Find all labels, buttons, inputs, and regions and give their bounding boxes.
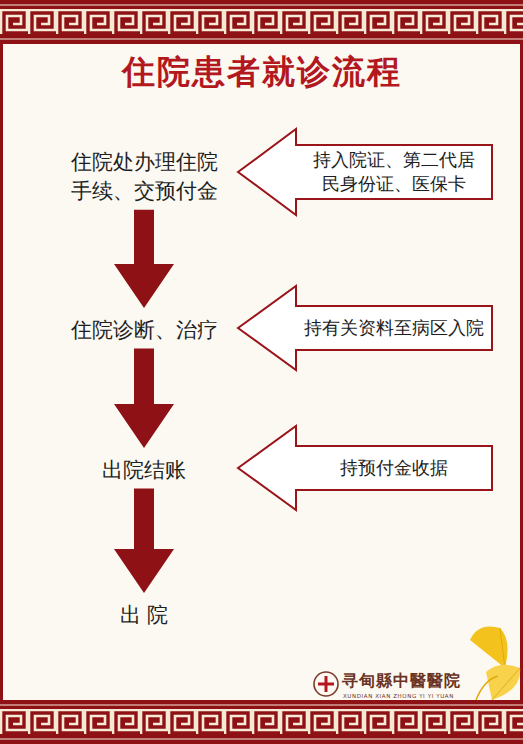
band-line [0, 738, 523, 739]
flow-arrow [114, 488, 174, 593]
ginkgo-leaves [470, 627, 520, 701]
step-label: 出院结账 [44, 456, 244, 485]
side-line [0, 44, 3, 700]
step-label: 住院处办理住院 手续、交预付金 [44, 148, 244, 207]
step-label: 出 院 [44, 601, 244, 630]
hospital-name: 寻甸縣中醫醫院 [342, 671, 461, 692]
poster-title: 住院患者就诊流程 [0, 50, 523, 95]
arrow-callout: 持入院证、第二代居 民身份证、医保卡 [236, 127, 494, 217]
leaf-stem [476, 676, 498, 700]
arrow-shape [238, 286, 492, 370]
emblem-ring [314, 672, 338, 696]
arrow-body: 持有关资料至病区入院 [298, 306, 490, 350]
key-pattern [0, 9, 523, 35]
step-label: 住院诊断、治疗 [44, 316, 244, 345]
text-wrap: 持预付金收据 [340, 456, 448, 480]
ginkgo-leaf [470, 627, 508, 669]
leaf-vein [492, 668, 520, 700]
arrow-shape [238, 129, 492, 215]
step-text: 出院结账 [44, 456, 244, 485]
flow-arrow [114, 210, 174, 308]
top-band [0, 0, 523, 44]
step-text: 出 院 [44, 601, 244, 630]
side-line [520, 44, 523, 700]
arrow-callout: 持有关资料至病区入院 [236, 284, 494, 372]
step-text: 住院处办理住院 手续、交预付金 [44, 148, 244, 207]
leaf-vein [500, 628, 505, 668]
key-pattern [0, 709, 523, 735]
arrow-body: 持预付金收据 [298, 446, 490, 490]
hospital-pinyin: XUNDIAN XIAN ZHONG YI YI YUAN [343, 693, 454, 699]
flow-arrow [114, 348, 174, 448]
arrow-callout: 持预付金收据 [236, 424, 494, 512]
band-line [0, 38, 523, 39]
text-wrap: 持入院证、第二代居 民身份证、医保卡 [298, 148, 490, 197]
band-line [0, 4, 523, 5]
step-text: 住院诊断、治疗 [44, 316, 244, 345]
hospital-emblem [314, 672, 338, 696]
arrow-shape [238, 426, 492, 510]
callout-text: 持入院证、第二代居 民身份证、医保卡 [298, 148, 490, 197]
band-line [0, 704, 523, 705]
arrow-body: 持入院证、第二代居 民身份证、医保卡 [298, 145, 490, 199]
bottom-band [0, 700, 523, 744]
emblem-cross [318, 676, 334, 692]
callout-text: 持有关资料至病区入院 [304, 316, 484, 340]
callout-text: 持预付金收据 [340, 456, 448, 480]
ginkgo-leaf [486, 665, 520, 700]
text-wrap: 持有关资料至病区入院 [304, 316, 484, 340]
arrow-outline [236, 127, 494, 217]
